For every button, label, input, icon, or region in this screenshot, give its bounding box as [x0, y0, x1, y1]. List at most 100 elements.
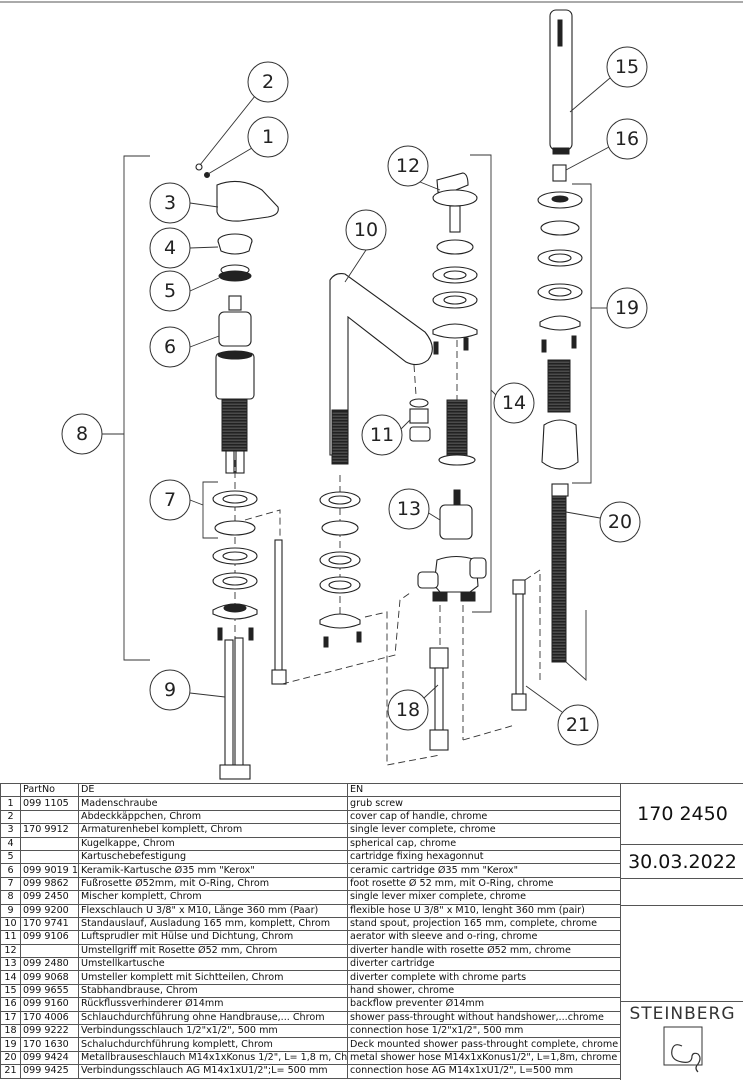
cell-en: stand spout, projection 165 mm, complete… [347, 916, 621, 932]
header-de: DE [78, 782, 348, 798]
svg-text:6: 6 [164, 336, 176, 358]
callout-19: 19 [606, 287, 648, 329]
cell-no: 16 [0, 997, 21, 1012]
svg-text:1: 1 [262, 126, 274, 148]
svg-text:15: 15 [615, 56, 639, 78]
cell-en: connection hose AG M14x1xÜ1/2", L=500 mm [347, 1064, 621, 1079]
cell-partno: 099 9862 [20, 876, 79, 892]
cell-de: Keramik-Kartusche Ø35 mm "Kerox" [78, 863, 348, 878]
callout-10: 10 [345, 209, 387, 251]
cell-no: 8 [0, 890, 21, 905]
callout-9: 9 [149, 669, 191, 711]
cell-en: shower pass-throught without handshower,… [347, 1010, 621, 1026]
cell-en: cover cap of handle, chrome [347, 809, 621, 825]
callout-3: 3 [149, 182, 191, 224]
callout-20: 20 [599, 501, 641, 543]
cell-en: connection hose 1/2"x1/2", 500 mm [347, 1024, 621, 1039]
cell-no: 3 [0, 823, 21, 838]
cell-de: Luftsprudler mit Hülse und Dichtung, Chr… [78, 930, 348, 945]
cell-de: Fußrosette Ø52mm, mit O-Ring, Chrom [78, 876, 348, 892]
svg-text:4: 4 [164, 237, 176, 259]
callout-6: 6 [149, 326, 191, 368]
cell-no: 1 [0, 796, 21, 811]
title-block: 170 2450 30.03.2022 STEINBERG [620, 783, 743, 1080]
svg-text:19: 19 [615, 297, 639, 319]
svg-text:8: 8 [76, 423, 88, 445]
svg-text:3: 3 [164, 192, 176, 214]
cell-en: spherical cap, chrome [347, 836, 621, 851]
exploded-parts-diagram: 1 2 3 4 5 6 7 8 9 10 11 12 13 14 15 16 1… [0, 1, 743, 780]
callout-21: 21 [557, 704, 599, 746]
cell-en: ceramic cartridge Ø35 mm "Kerox" [347, 863, 621, 878]
svg-text:14: 14 [502, 392, 526, 414]
callout-13: 13 [388, 488, 430, 530]
table-header-row: PartNo DE EN [0, 782, 621, 798]
cell-de: Abdeckkäppchen, Chrom [78, 809, 348, 825]
cell-en: diverter cartridge [347, 957, 621, 972]
cell-partno: 170 1630 [20, 1037, 79, 1052]
callout-18: 18 [387, 689, 429, 731]
cell-de: Schlauchdurchführung ohne Handbrause,...… [78, 1010, 348, 1026]
svg-text:12: 12 [396, 155, 420, 177]
callout-8: 8 [61, 413, 103, 455]
document-date: 30.03.2022 [628, 850, 737, 873]
callout-7: 7 [149, 479, 191, 521]
cell-en: diverter handle with rosette Ø52 mm, chr… [347, 943, 621, 959]
cell-de: Kugelkappe, Chrom [78, 836, 348, 851]
article-number: 170 2450 [621, 784, 743, 845]
cell-partno: 099 9222 [20, 1024, 79, 1039]
cell-partno: 099 9655 [20, 983, 79, 999]
bracket-8 [123, 155, 150, 661]
cell-partno: 099 9068 [20, 970, 79, 985]
cell-de: Stabhandbrause, Chrom [78, 983, 348, 999]
svg-text:21: 21 [566, 714, 590, 736]
cell-de: Rückflussverhinderer Ø14mm [78, 997, 348, 1012]
cell-en: backflow preventer Ø14mm [347, 997, 621, 1012]
cell-no: 18 [0, 1024, 21, 1039]
cell-en: foot rosette Ø 52 mm, mit O-Ring, chrome [347, 876, 621, 892]
cell-no: 11 [0, 930, 21, 945]
cell-partno: 170 9741 [20, 916, 79, 932]
cell-no: 13 [0, 957, 21, 972]
svg-text:16: 16 [615, 128, 639, 150]
cell-en: diverter complete with chrome parts [347, 970, 621, 985]
cell-no: 6 [0, 863, 21, 878]
brand-name: STEINBERG [629, 1004, 736, 1024]
brand-block: STEINBERG [621, 1002, 743, 1081]
cell-partno: 099 9200 [20, 903, 79, 918]
cell-partno: 170 9912 [20, 823, 79, 838]
cell-de: Mischer komplett, Chrom [78, 890, 348, 905]
cell-de: Verbindungsschlauch AG M14x1xÜ1/2";L= 50… [78, 1064, 348, 1079]
svg-text:9: 9 [164, 679, 176, 701]
svg-text:18: 18 [396, 699, 420, 721]
mixer-assembly [195, 163, 411, 780]
cell-de: Schaluchdurchführung komplett, Chrom [78, 1037, 348, 1052]
cell-en: flexible hose Ü 3/8" x M10, lenght 360 m… [347, 903, 621, 918]
callout-12: 12 [387, 145, 429, 187]
svg-text:2: 2 [262, 71, 274, 93]
cell-no: 12 [0, 943, 21, 959]
steinberg-logo-icon [663, 1026, 702, 1073]
svg-text:20: 20 [608, 511, 632, 533]
cell-en: metal shower hose M14x1xKonus1/2", L=1,8… [347, 1050, 621, 1066]
cell-de: Madenschraube [78, 796, 348, 811]
cell-partno: 099 2480 [20, 957, 79, 972]
cell-partno: 099 2450 [20, 890, 79, 905]
cell-partno: 099 1105 [20, 796, 79, 811]
svg-text:5: 5 [164, 280, 176, 302]
cell-no: 2 [0, 809, 21, 825]
